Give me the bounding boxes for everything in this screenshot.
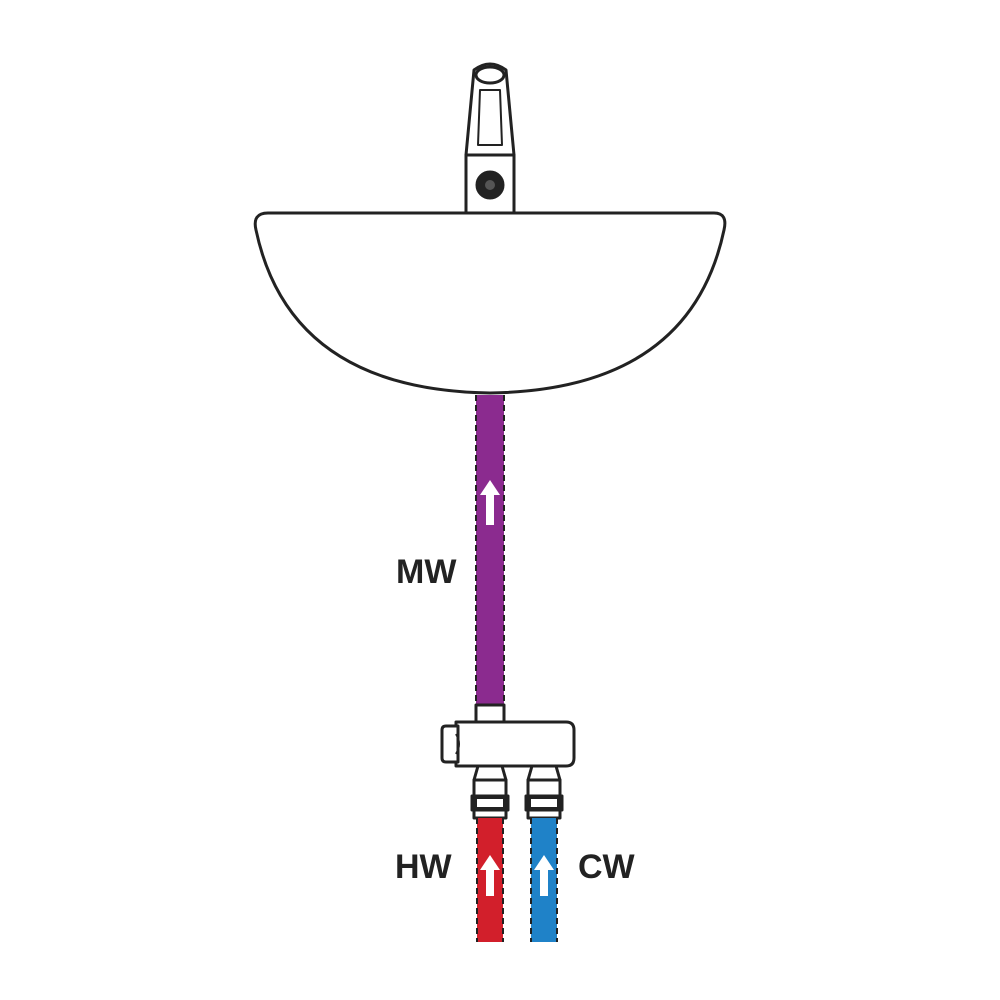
cold-water-label: CW xyxy=(578,848,636,886)
hot-water-pipe xyxy=(476,818,504,942)
basin-icon xyxy=(253,211,727,395)
mixed-water-pipe-fill xyxy=(476,395,504,705)
hot-water-label: HW xyxy=(395,848,453,886)
arrow-up-icon xyxy=(480,480,500,525)
arrow-up-icon xyxy=(480,855,500,896)
arrow-up-icon xyxy=(534,855,554,896)
mixed-water-label: MW xyxy=(396,553,457,591)
cold-water-pipe xyxy=(530,818,558,942)
mixed-water-pipe xyxy=(475,395,505,705)
tmv-valve-icon xyxy=(440,703,576,820)
faucet-icon xyxy=(464,62,516,215)
